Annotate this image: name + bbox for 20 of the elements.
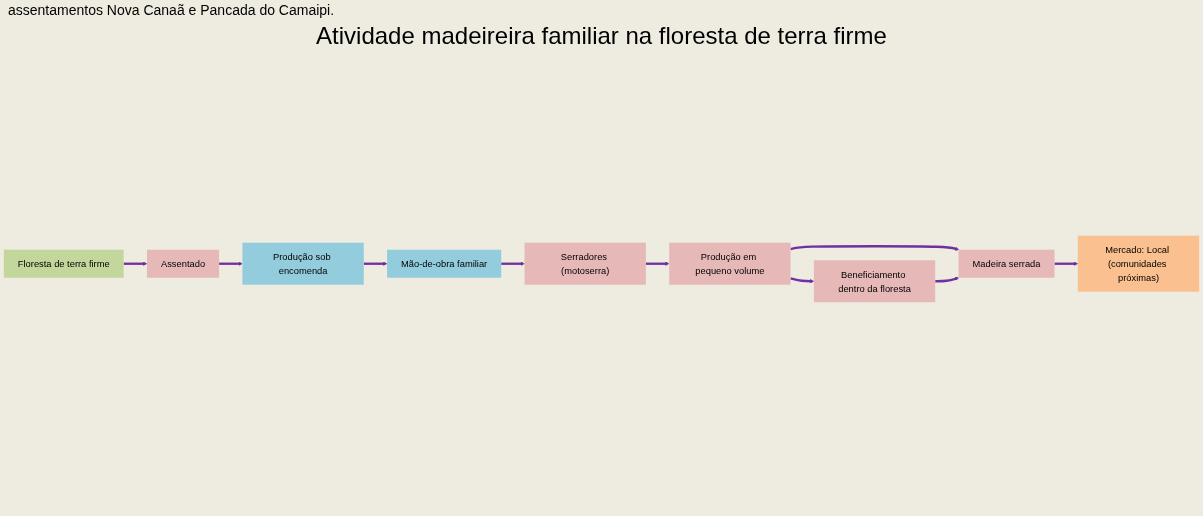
arrow xyxy=(935,276,959,283)
arrow xyxy=(123,261,148,266)
node-box: Produção em pequeno volume xyxy=(669,242,791,285)
arrow xyxy=(645,261,670,266)
arrow xyxy=(790,245,959,251)
node-box: Madeira serrada xyxy=(958,249,1055,278)
arrow xyxy=(501,261,525,266)
arrow xyxy=(790,277,815,284)
node-box: Assentado xyxy=(146,249,220,278)
arrow xyxy=(363,261,388,266)
diagram-title: Atividade madeireira familiar na floresta de terra firme xyxy=(315,22,888,50)
node-box: Produção sob encomenda xyxy=(242,242,364,285)
node-box: Mercado: Local (comunidades próximas) xyxy=(1077,235,1200,292)
caption: assentamentos Nova Canaã e Pancada do Camaipi. xyxy=(7,1,336,20)
node-box: Mão-de-obra familiar xyxy=(387,249,502,278)
arrow xyxy=(219,261,243,266)
node-box: Floresta de terra firme xyxy=(3,249,124,278)
node-box: Beneficiamento dentro da floresta xyxy=(813,260,936,303)
node-box: Serradores (motoserra) xyxy=(524,242,646,285)
arrow xyxy=(1054,261,1078,266)
